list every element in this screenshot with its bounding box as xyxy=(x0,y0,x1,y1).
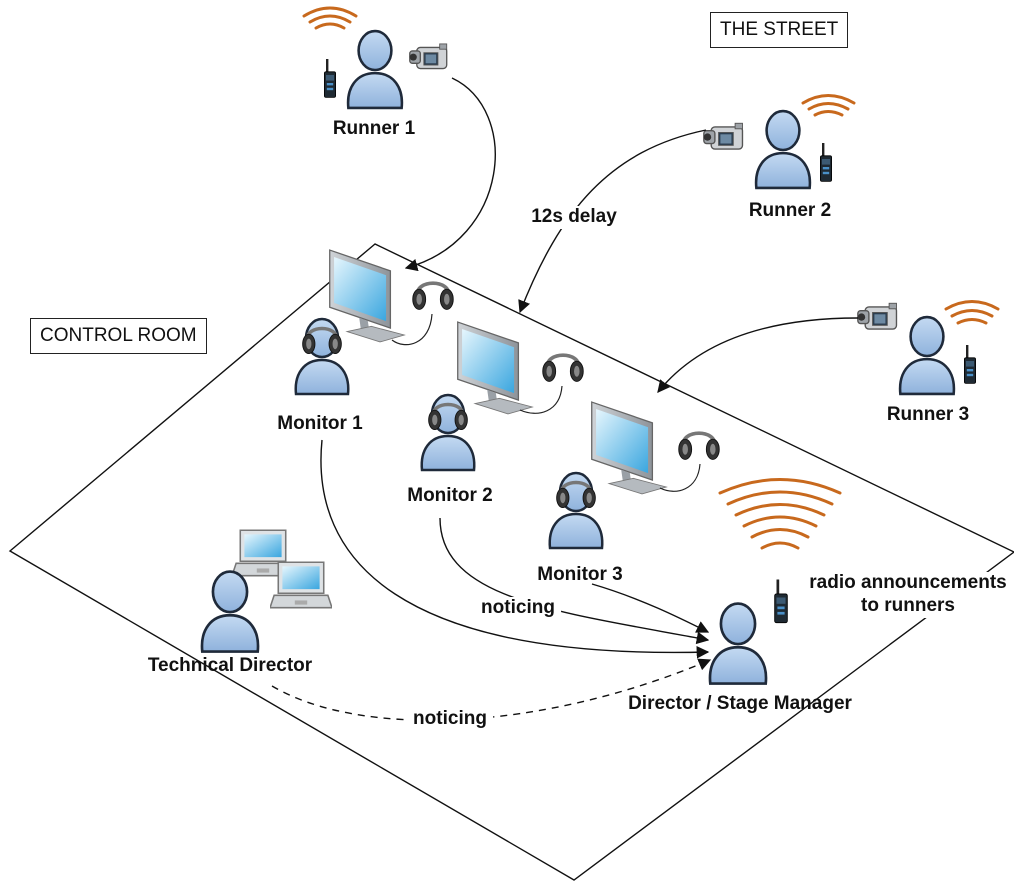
walkie-talkie-icon xyxy=(819,142,833,183)
laptop-icon xyxy=(270,561,332,609)
runner-3-label: Runner 3 xyxy=(880,404,976,427)
control-room-floor xyxy=(8,243,1014,881)
runner-2 xyxy=(703,109,833,190)
radio-waves-icon xyxy=(302,6,1000,550)
video-camera-icon xyxy=(409,43,448,70)
monitor-1-label: Monitor 1 xyxy=(277,413,363,434)
feed-arrow-runner-3 xyxy=(657,317,859,393)
monitor-3-label: Monitor 3 xyxy=(537,564,623,585)
arrow-technical-director-to-director xyxy=(271,658,712,721)
arrow-monitor-1-to-director xyxy=(320,439,710,659)
monitor-station-3 xyxy=(548,401,722,550)
feed-arrow-runner-1 xyxy=(404,77,496,272)
walkie-talkie-icon xyxy=(323,58,337,99)
monitor-station-1 xyxy=(294,249,456,396)
feed-arrow-runner-2 xyxy=(518,129,707,314)
radio-announcement-annotation: radio announcements to runners xyxy=(803,572,1013,618)
noticing-annotation-technical-director: noticing xyxy=(407,708,493,731)
monitor-station-2 xyxy=(420,321,586,472)
zone-label-street: THE STREET xyxy=(710,12,849,48)
runner-3 xyxy=(857,302,977,396)
runner-1 xyxy=(323,29,448,110)
arrow-monitor-3-to-director xyxy=(591,583,710,633)
monitor-2-label: Monitor 2 xyxy=(407,485,493,506)
noticing-annotation-monitors: noticing xyxy=(475,597,561,620)
video-camera-icon xyxy=(857,302,898,330)
zone-label-control-room: CONTROL ROOM xyxy=(30,318,207,354)
walkie-talkie-icon xyxy=(963,344,977,385)
radio-announcement-line-1: radio announcements xyxy=(809,572,1007,593)
person-icon xyxy=(346,29,404,110)
delay-annotation: 12s delay xyxy=(525,206,623,229)
runner-1-label: Runner 1 xyxy=(326,118,422,141)
person-icon xyxy=(754,109,812,190)
technical-director-label: Technical Director xyxy=(147,655,313,676)
runner-2-label: Runner 2 xyxy=(742,200,838,223)
person-icon xyxy=(898,315,956,396)
video-camera-icon xyxy=(703,122,744,150)
radio-announcement-line-2: to runners xyxy=(861,594,955,616)
director-label: Director / Stage Manager xyxy=(628,693,852,714)
